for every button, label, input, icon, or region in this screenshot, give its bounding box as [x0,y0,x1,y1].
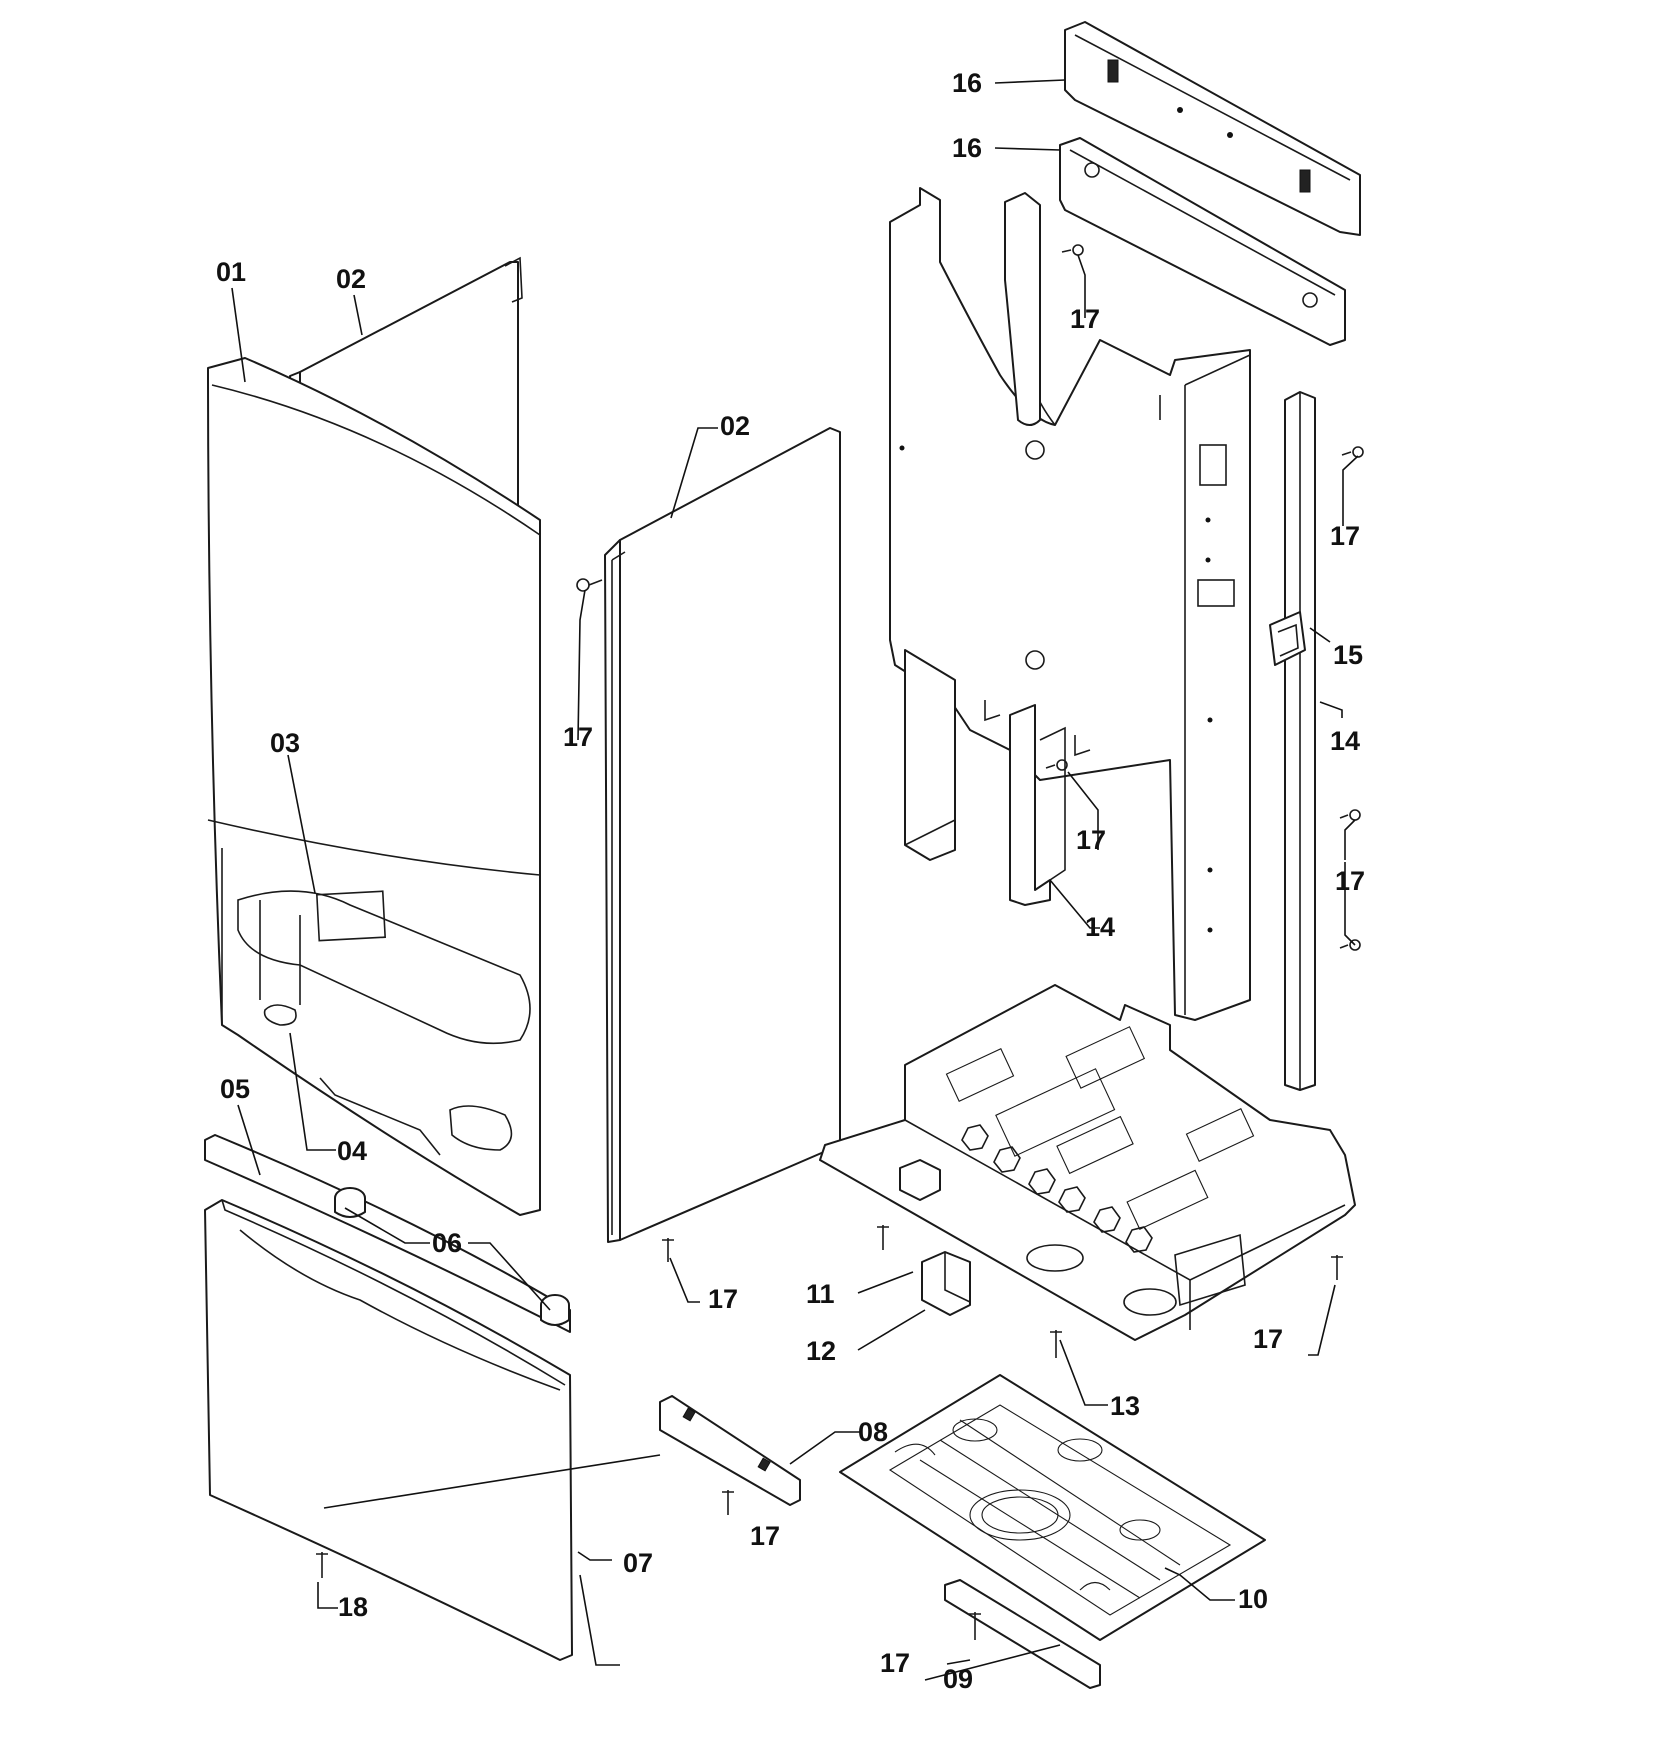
lower-cover [204,1199,573,1661]
callout-15: 15 [1333,640,1363,670]
callout-08: 08 [858,1417,888,1447]
wall-bracket-lower [1059,137,1346,346]
callout-12: 12 [806,1336,836,1366]
callout-02a: 02 [336,264,366,294]
callout-03: 03 [270,728,300,758]
screw-icon [662,1238,674,1262]
callout-13: 13 [1110,1391,1140,1421]
screw-icon [1339,939,1361,951]
screw-icon [1050,1330,1062,1358]
callout-14b: 14 [1330,726,1360,756]
callout-05: 05 [220,1074,250,1104]
bottom-plate [839,1374,1266,1641]
screw-icon [576,578,603,592]
base-strip [944,1579,1101,1689]
back-chassis [889,187,1251,1021]
screw-icon [316,1552,328,1578]
callout-14a: 14 [1085,912,1115,942]
callout-17b: 17 [1330,521,1360,551]
screw-icon [877,1225,889,1250]
callout-17c: 17 [563,722,593,752]
callout-01: 01 [216,257,246,287]
leader-lines [231,79,1359,1681]
callout-06: 06 [432,1228,462,1258]
callout-16a: 16 [952,68,982,98]
screw-icon [1341,446,1364,458]
screw-icon [1331,1255,1343,1280]
callout-17i: 17 [880,1648,910,1678]
callout-labels: 01 02 02 03 04 05 06 07 08 09 10 11 12 1… [216,68,1365,1694]
callout-10: 10 [1238,1584,1268,1614]
wall-bracket-upper [1064,21,1361,236]
screw-icon [722,1490,734,1515]
base-tray [819,984,1356,1341]
callout-16b: 16 [952,133,982,163]
callout-17e: 17 [1335,866,1365,896]
callout-09: 09 [943,1664,973,1694]
callout-18: 18 [338,1592,368,1622]
knob-right [540,1294,570,1326]
clip-bar [659,1395,801,1506]
valve-block [921,1251,971,1316]
callout-17g: 17 [1253,1324,1283,1354]
callout-02b: 02 [720,411,750,441]
callout-04: 04 [337,1136,367,1166]
clip [1269,611,1306,666]
strip-right [1284,391,1316,1091]
screw-icon [1061,244,1084,256]
screw-icon [1339,809,1361,821]
front-case [207,357,541,1216]
knob-left [334,1187,366,1218]
side-panel-right [604,427,841,1243]
callout-17h: 17 [750,1521,780,1551]
callout-17f: 17 [708,1284,738,1314]
callout-11: 11 [806,1279,835,1309]
screw-icon [1045,759,1068,771]
strip-inner [1009,704,1066,906]
screw-icon [969,1612,981,1640]
callout-17a: 17 [1070,304,1100,334]
callout-07: 07 [623,1548,653,1578]
callout-17d: 17 [1076,825,1106,855]
